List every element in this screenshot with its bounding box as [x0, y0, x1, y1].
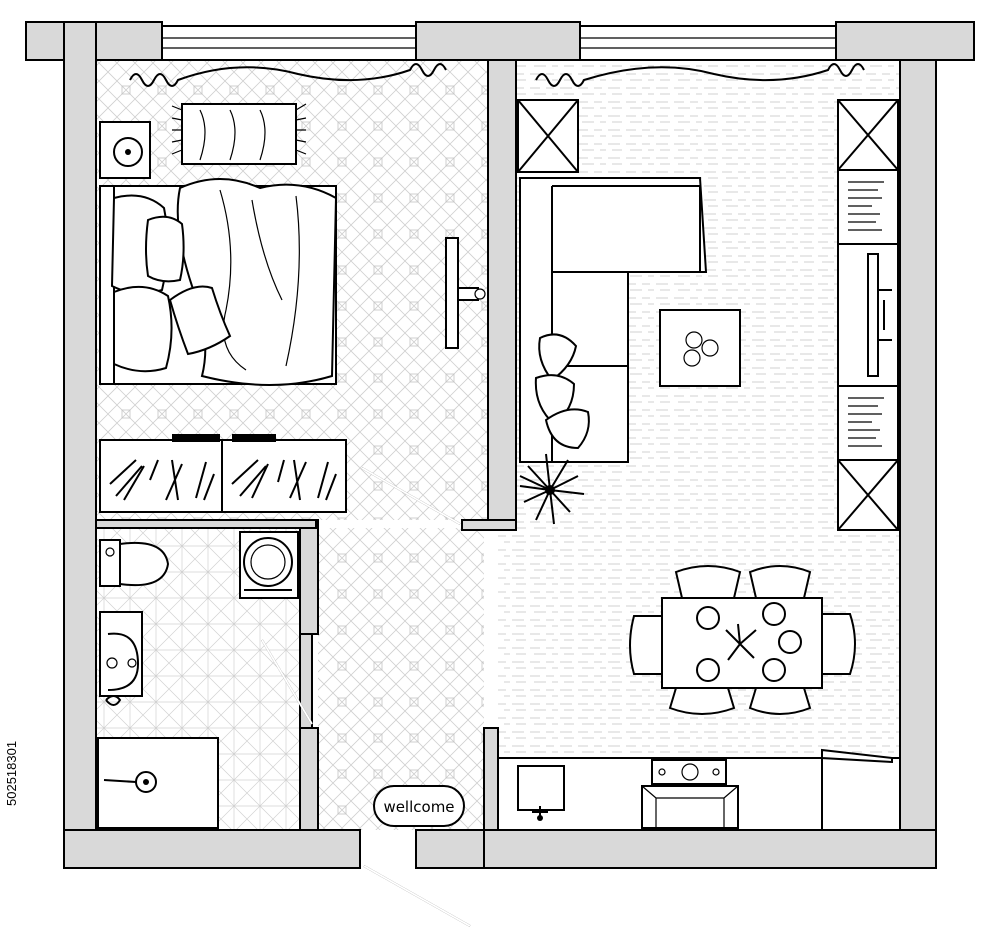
bookshelf-icon: [837, 169, 899, 461]
bathroom: [97, 531, 313, 829]
kitchen-sink-icon: [517, 765, 565, 821]
bed-icon: [99, 178, 338, 386]
living-room: [517, 99, 899, 531]
hallway: wellcome: [363, 785, 471, 927]
shower-icon: [97, 737, 219, 829]
nightstand-icon: [99, 121, 151, 179]
plant-icon: [519, 453, 585, 525]
dresser-icon: [99, 434, 347, 513]
stock-id: 502518301: [4, 741, 19, 806]
tv-icon: [837, 243, 899, 387]
door-icon: [261, 639, 313, 725]
kitchen-dining: [497, 565, 901, 831]
sink-icon: [99, 611, 143, 706]
door-icon: [363, 865, 471, 927]
window-icon: [161, 25, 837, 61]
stove-icon: [641, 759, 739, 829]
sofa-icon: [519, 177, 708, 463]
coffee-table-icon: [659, 309, 741, 387]
bedroom: [99, 103, 486, 525]
cabinet-icon: [517, 99, 899, 531]
door-icon: [361, 467, 461, 525]
washing-machine-icon: [239, 531, 299, 599]
doormat: wellcome: [373, 785, 465, 827]
dining-table-icon: [629, 565, 856, 715]
tv-icon: [445, 237, 486, 349]
doormat-text: wellcome: [383, 798, 454, 816]
walls: [25, 21, 975, 869]
toilet-icon: [99, 539, 170, 587]
curtains: [129, 63, 865, 87]
cutting-board-icon: [821, 748, 893, 764]
rug-icon: [171, 103, 307, 165]
